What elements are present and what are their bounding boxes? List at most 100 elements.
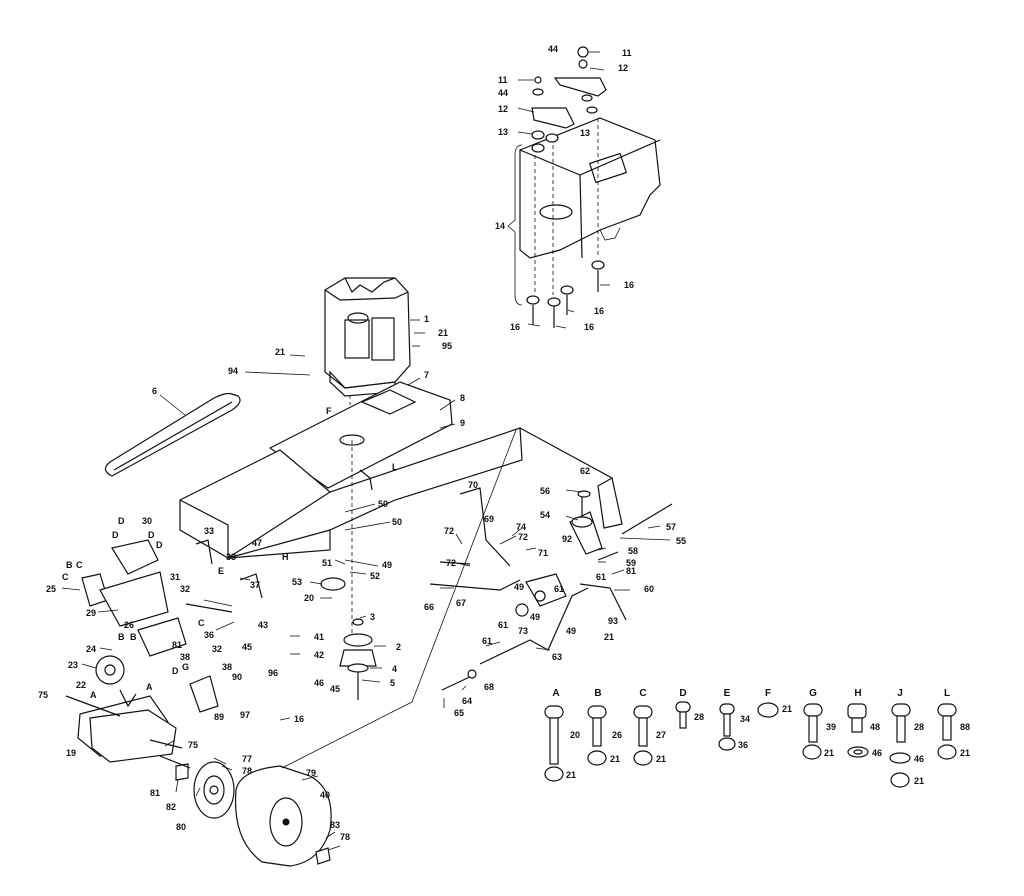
callout: 13 bbox=[498, 127, 508, 137]
callout: 93 bbox=[608, 616, 618, 626]
letter: E bbox=[218, 566, 224, 576]
callout: 4 bbox=[392, 664, 397, 674]
deck-plate-assembly bbox=[507, 46, 661, 328]
callout: 21 bbox=[438, 328, 448, 338]
callout: 92 bbox=[562, 534, 572, 544]
callout: 66 bbox=[424, 602, 434, 612]
bolt-H-icon bbox=[847, 703, 869, 758]
letter: G bbox=[182, 662, 189, 672]
bolt-J-icon bbox=[889, 703, 911, 788]
callout: 61 bbox=[596, 572, 606, 582]
callout: 97 bbox=[240, 710, 250, 720]
hardware-table: A B C D E F G H J L 20 26 27 28 34 21 39… bbox=[544, 688, 970, 788]
callout: 75 bbox=[38, 690, 48, 700]
callout: 25 bbox=[46, 584, 56, 594]
callout: 59 bbox=[626, 558, 636, 568]
bolt-C-icon bbox=[633, 705, 653, 766]
table-letter: D bbox=[679, 688, 686, 699]
callout: 32 bbox=[212, 644, 222, 654]
callout: 81 bbox=[626, 566, 636, 576]
letter: A bbox=[90, 690, 97, 700]
callout: 95 bbox=[442, 341, 452, 351]
callout: 33 bbox=[204, 526, 214, 536]
table-letter: E bbox=[724, 688, 731, 699]
callout: 16 bbox=[594, 306, 604, 316]
callout: 81 bbox=[150, 788, 160, 798]
letter: A bbox=[146, 682, 153, 692]
table-nut-number: 21 bbox=[610, 754, 620, 764]
callout: 64 bbox=[462, 696, 472, 706]
callout: 21 bbox=[604, 632, 614, 642]
callout: 32 bbox=[180, 584, 190, 594]
callout: 49 bbox=[566, 626, 576, 636]
letter: C bbox=[198, 618, 205, 628]
callout: 7 bbox=[424, 370, 429, 380]
callout: 31 bbox=[170, 572, 180, 582]
callout: 13 bbox=[580, 128, 590, 138]
transmission-and-wheels bbox=[65, 429, 517, 867]
callout: 33 bbox=[226, 552, 236, 562]
callout: 56 bbox=[540, 486, 550, 496]
callout: 78 bbox=[242, 766, 252, 776]
callout: 38 bbox=[180, 652, 190, 662]
callout: 68 bbox=[484, 682, 494, 692]
callout: 38 bbox=[222, 662, 232, 672]
callout: 61 bbox=[554, 584, 564, 594]
bolt-B-icon bbox=[587, 705, 607, 766]
callout: 49 bbox=[514, 582, 524, 592]
callout: 50 bbox=[392, 517, 402, 527]
letter: H bbox=[282, 552, 289, 562]
table-bolt-number: 28 bbox=[914, 722, 924, 732]
callout: 45 bbox=[242, 642, 252, 652]
table-nut-number: 21 bbox=[914, 776, 924, 786]
callout: 61 bbox=[482, 636, 492, 646]
callout: 54 bbox=[540, 510, 550, 520]
table-bolt-number: 21 bbox=[782, 704, 792, 714]
table-letter: H bbox=[854, 688, 861, 699]
callout: 12 bbox=[618, 63, 628, 73]
callout: 1 bbox=[424, 314, 429, 324]
callout: 62 bbox=[580, 466, 590, 476]
callout: 90 bbox=[232, 672, 242, 682]
callout: 70 bbox=[468, 480, 478, 490]
bolt-E-icon bbox=[718, 703, 736, 751]
callout: 83 bbox=[330, 820, 340, 830]
callout: 9 bbox=[460, 418, 465, 428]
callout: 36 bbox=[204, 630, 214, 640]
callout: 44 bbox=[548, 44, 558, 54]
callout: 94 bbox=[228, 366, 238, 376]
table-letter: F bbox=[765, 688, 771, 699]
callout: 44 bbox=[498, 88, 508, 98]
engine bbox=[324, 277, 411, 440]
table-bolt-number: 48 bbox=[870, 722, 880, 732]
letter: L bbox=[392, 462, 398, 472]
callout: 89 bbox=[214, 712, 224, 722]
bolt-L-icon bbox=[937, 703, 957, 760]
table-bolt-number: 39 bbox=[826, 722, 836, 732]
callout-numbers: 44 11 12 11 44 12 13 13 14 16 16 16 16 1… bbox=[38, 44, 686, 842]
table-letter: L bbox=[944, 688, 950, 699]
letter: B bbox=[66, 560, 73, 570]
callout: 80 bbox=[176, 822, 186, 832]
callout: 45 bbox=[330, 684, 340, 694]
bolt-A-icon bbox=[544, 705, 564, 782]
callout: 23 bbox=[68, 660, 78, 670]
callout: 73 bbox=[518, 626, 528, 636]
callout: 22 bbox=[76, 680, 86, 690]
callout: 14 bbox=[495, 221, 505, 231]
table-letter: J bbox=[897, 688, 903, 699]
callout: 30 bbox=[142, 516, 152, 526]
bolt-D-icon bbox=[675, 701, 691, 729]
leader-lines bbox=[61, 51, 671, 851]
callout: 49 bbox=[382, 560, 392, 570]
table-bolt-number: 20 bbox=[570, 730, 580, 740]
callout: 40 bbox=[320, 790, 330, 800]
letter: D bbox=[148, 530, 155, 540]
callout: 47 bbox=[252, 538, 262, 548]
letter: F bbox=[326, 406, 332, 416]
table-bolt-number: 88 bbox=[960, 722, 970, 732]
callout: 81 bbox=[172, 640, 182, 650]
callout: 51 bbox=[322, 558, 332, 568]
table-nut-number: 21 bbox=[960, 748, 970, 758]
callout: 67 bbox=[456, 598, 466, 608]
